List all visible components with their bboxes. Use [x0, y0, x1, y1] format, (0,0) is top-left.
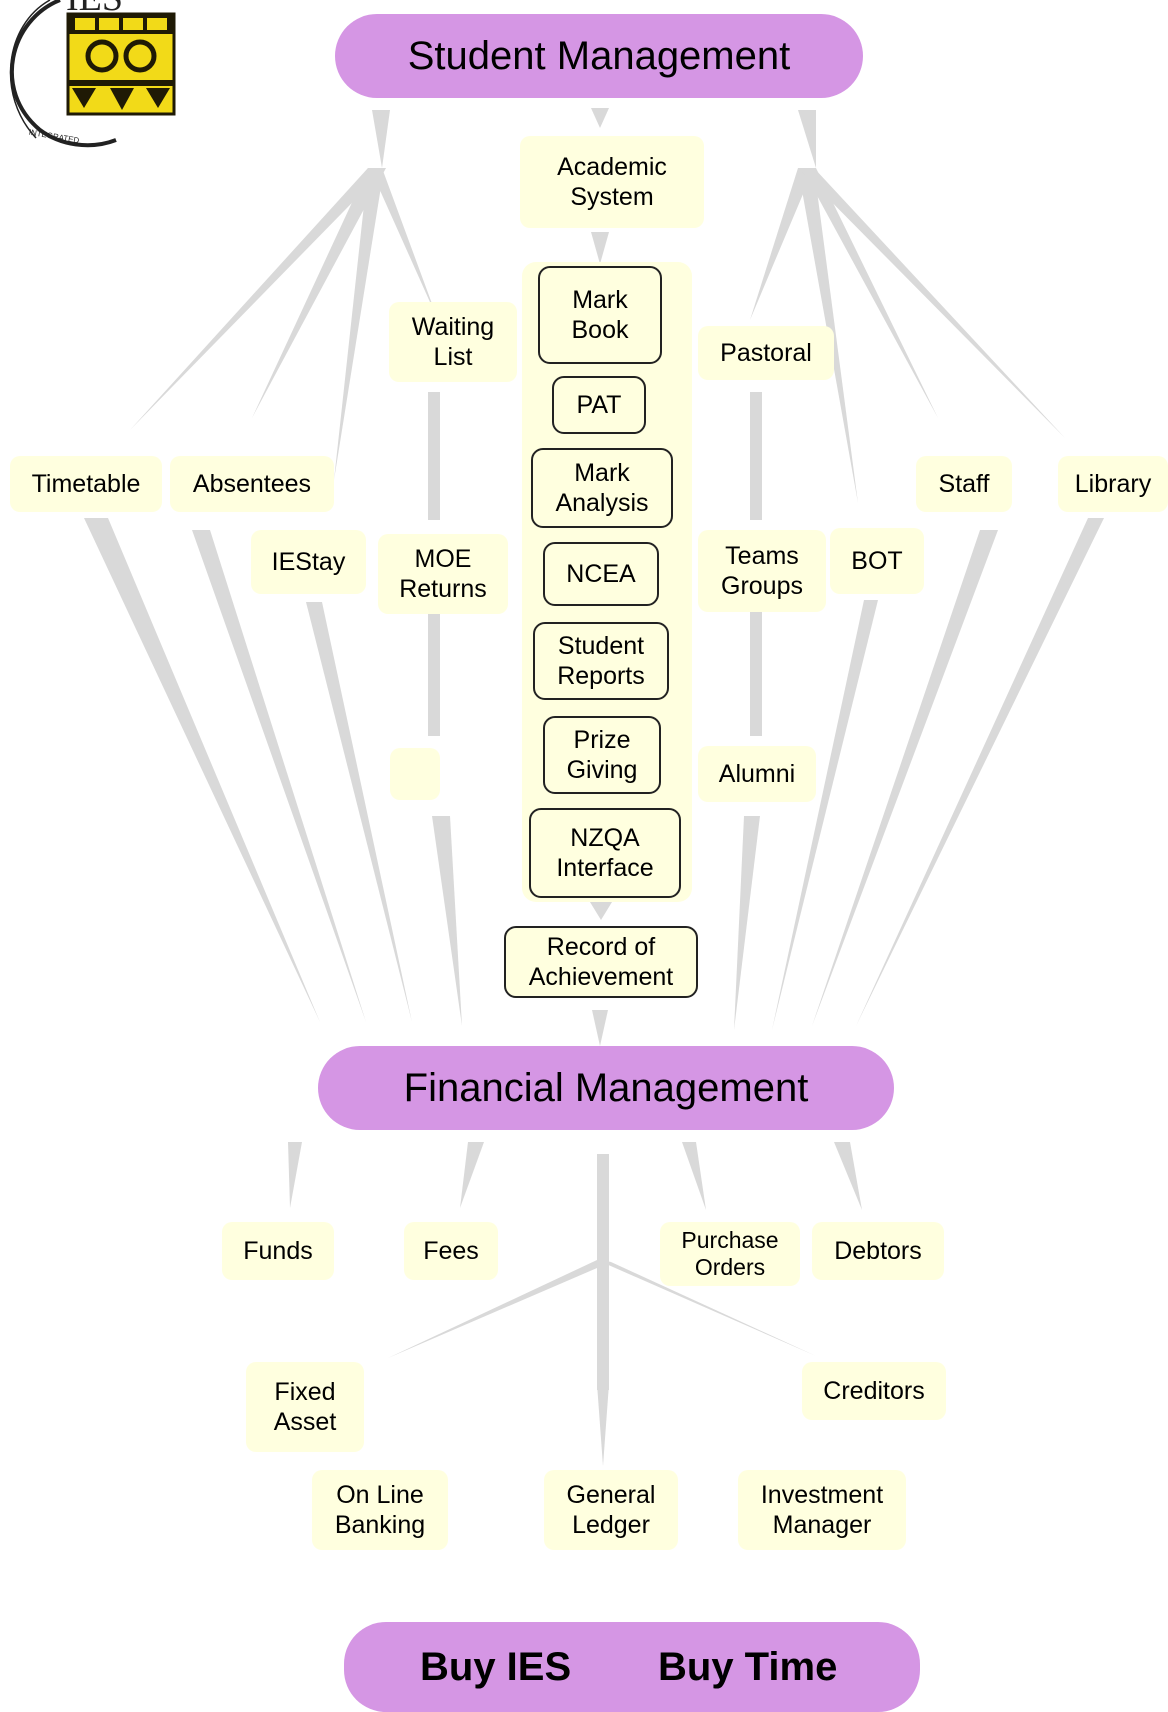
staff-node[interactable]: Staff — [916, 456, 1012, 512]
student-management-title: Student Management — [407, 33, 791, 78]
timetable-node[interactable]: Timetable — [10, 456, 162, 512]
mark-analysis-node[interactable]: Mark Analysis — [531, 448, 673, 528]
ncea-node[interactable]: NCEA — [543, 542, 659, 606]
absentees-node[interactable]: Absentees — [170, 456, 334, 512]
student-management-banner: Student Management — [335, 14, 863, 98]
record-of-achievement-node[interactable]: Record of Achievement — [504, 926, 698, 998]
investment-manager-node[interactable]: Investment Manager — [738, 1470, 906, 1550]
blank-node — [390, 748, 440, 800]
buy-banner: Buy IES Buy Time — [344, 1622, 920, 1712]
ies-logo: IES INTEGRATED — [0, 0, 180, 150]
teams-groups-node[interactable]: Teams Groups — [698, 530, 826, 612]
waiting-list-node[interactable]: Waiting List — [389, 302, 517, 382]
pat-node[interactable]: PAT — [552, 376, 646, 434]
logo-emblem-icon: IES INTEGRATED — [9, 0, 176, 148]
alumni-node[interactable]: Alumni — [698, 746, 816, 802]
moe-returns-node[interactable]: MOE Returns — [378, 534, 508, 614]
financial-management-title: Financial Management — [403, 1065, 809, 1110]
purchase-orders-node[interactable]: Purchase Orders — [660, 1222, 800, 1286]
bot-node[interactable]: BOT — [830, 528, 924, 594]
buy-time-link[interactable]: Buy Time — [658, 1644, 838, 1689]
fees-node[interactable]: Fees — [404, 1222, 498, 1280]
debtors-node[interactable]: Debtors — [812, 1222, 944, 1280]
creditors-node[interactable]: Creditors — [802, 1362, 946, 1420]
fixed-asset-node[interactable]: Fixed Asset — [246, 1362, 364, 1452]
library-node[interactable]: Library — [1058, 456, 1168, 512]
financial-management-banner: Financial Management — [318, 1046, 894, 1130]
svg-text:INTEGRATED: INTEGRATED — [28, 128, 80, 146]
student-reports-node[interactable]: Student Reports — [533, 622, 669, 700]
general-ledger-node[interactable]: General Ledger — [544, 1470, 678, 1550]
online-banking-node[interactable]: On Line Banking — [312, 1470, 448, 1550]
prize-giving-node[interactable]: Prize Giving — [543, 716, 661, 794]
funds-node[interactable]: Funds — [222, 1222, 334, 1280]
buy-ies-link[interactable]: Buy IES — [420, 1644, 572, 1689]
iestay-node[interactable]: IEStay — [251, 530, 366, 594]
nzqa-interface-node[interactable]: NZQA Interface — [529, 808, 681, 898]
mark-book-node[interactable]: Mark Book — [538, 266, 662, 364]
academic-system-node: Academic System — [520, 136, 704, 228]
pastoral-node[interactable]: Pastoral — [698, 326, 834, 380]
